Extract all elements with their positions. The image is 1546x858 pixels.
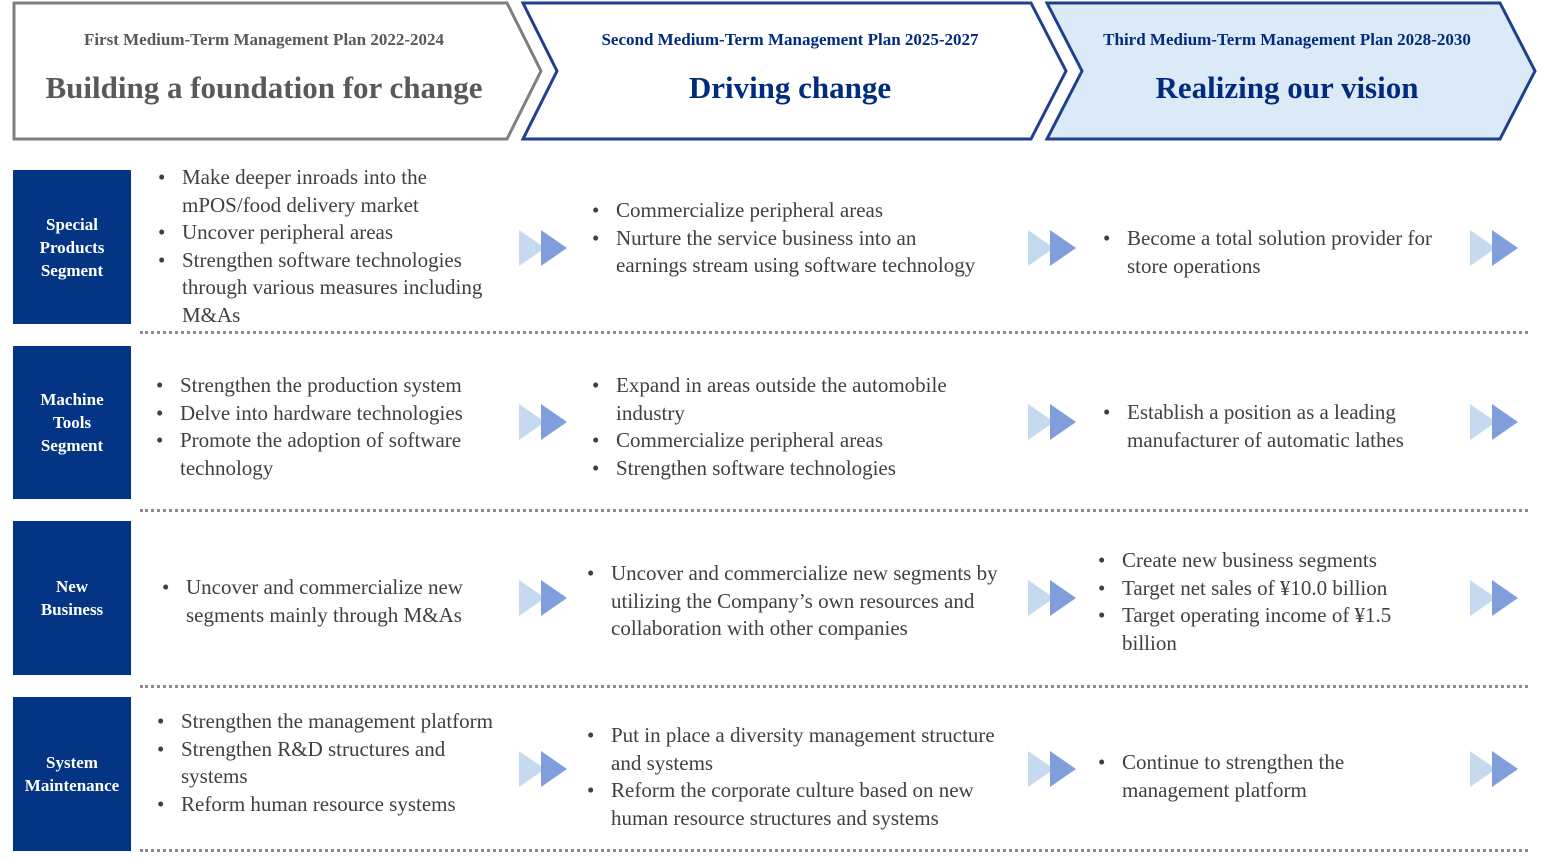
bullet-item: Put in place a diversity management stru… xyxy=(587,722,1012,777)
bullet-item: Promote the adoption of software technol… xyxy=(156,427,501,482)
segment-label-line: Machine xyxy=(40,390,104,409)
bullet-item: Nurture the service business into an ear… xyxy=(592,225,992,280)
plan-header-second: Second Medium-Term Management Plan 2025-… xyxy=(540,0,1040,142)
segment-label-special-products: Special Products Segment xyxy=(13,170,131,324)
segment-label-system-maintenance: System Maintenance xyxy=(13,697,131,851)
segment-label-line: Segment xyxy=(40,260,104,280)
bullet-item: Create new business segments xyxy=(1098,547,1428,575)
bullet-list-plan3: Establish a position as a leading manufa… xyxy=(1103,399,1443,454)
bullet-item: Target operating income of ¥1.5 billion xyxy=(1098,602,1428,657)
double-chevron-arrow-icon xyxy=(519,751,567,787)
double-chevron-arrow-icon xyxy=(1028,751,1076,787)
double-chevron-arrow-icon xyxy=(1470,404,1518,440)
bullet-item: Strengthen R&D structures and systems xyxy=(157,736,497,791)
segment-label-line: Tools xyxy=(52,413,92,432)
bullet-list-plan3: Continue to strengthen the management pl… xyxy=(1098,749,1428,804)
double-chevron-arrow-icon xyxy=(519,404,567,440)
plan-chevron-3 xyxy=(1044,1,1537,141)
bullet-list-plan1: Strengthen the production system Delve i… xyxy=(156,372,501,482)
double-chevron-arrow-icon xyxy=(1028,580,1076,616)
bullet-list-plan1: Uncover and commercialize new segments m… xyxy=(162,574,502,629)
double-chevron-arrow-icon xyxy=(1028,404,1076,440)
row-divider xyxy=(140,509,1528,512)
double-chevron-arrow-icon xyxy=(519,230,567,266)
plan-subtitle: First Medium-Term Management Plan 2022-2… xyxy=(83,30,445,49)
bullet-item: Strengthen software technologies through… xyxy=(158,247,514,330)
segment-label-line: Special xyxy=(46,214,98,234)
bullet-item: Establish a position as a leading manufa… xyxy=(1103,399,1443,454)
double-chevron-arrow-icon xyxy=(1470,230,1518,266)
bullet-item: Become a total solution provider for sto… xyxy=(1103,225,1443,280)
bullet-item: Strengthen the management platform xyxy=(157,708,497,736)
double-chevron-arrow-icon xyxy=(1470,580,1518,616)
bullet-item: Uncover and commercialize new segments m… xyxy=(162,574,502,629)
bullet-item: Strengthen software technologies xyxy=(592,455,992,483)
plan-title: Building a foundation for change xyxy=(45,70,483,105)
segment-label-line: Products xyxy=(39,237,105,257)
row-divider xyxy=(140,849,1528,852)
double-chevron-arrow-icon xyxy=(1028,230,1076,266)
segment-label-machine-tools: Machine Tools Segment xyxy=(13,346,131,499)
plan-title: Driving change xyxy=(688,70,892,105)
bullet-list-plan2: Expand in areas outside the automobile i… xyxy=(592,372,992,482)
plan-subtitle: Second Medium-Term Management Plan 2025-… xyxy=(601,30,979,49)
bullet-list-plan2: Put in place a diversity management stru… xyxy=(587,722,1012,832)
bullet-item: Target net sales of ¥10.0 billion xyxy=(1098,575,1428,603)
double-chevron-arrow-icon xyxy=(519,580,567,616)
bullet-list-plan1: Make deeper inroads into the mPOS/food d… xyxy=(158,164,514,329)
bullet-list-plan2: Commercialize peripheral areas Nurture t… xyxy=(592,197,992,280)
segment-label-line: Segment xyxy=(40,436,104,455)
double-chevron-arrow-icon xyxy=(1470,751,1518,787)
plan-title: Realizing our vision xyxy=(1155,70,1419,105)
bullet-item: Reform the corporate culture based on ne… xyxy=(587,777,1012,832)
bullet-item: Reform human resource systems xyxy=(157,791,497,819)
bullet-item: Commercialize peripheral areas xyxy=(592,197,992,225)
row-divider xyxy=(140,685,1528,688)
segment-label-line: System xyxy=(46,753,98,772)
segment-label-new-business: New Business xyxy=(13,521,131,675)
bullet-item: Uncover and commercialize new segments b… xyxy=(587,560,1007,643)
plan-header-third: Third Medium-Term Management Plan 2028-2… xyxy=(1052,0,1522,142)
segment-label-line: Business xyxy=(40,600,104,619)
plan-header-first: First Medium-Term Management Plan 2022-2… xyxy=(14,0,514,142)
bullet-item: Commercialize peripheral areas xyxy=(592,427,992,455)
plan-chevron-2 xyxy=(520,1,1068,141)
bullet-item: Continue to strengthen the management pl… xyxy=(1098,749,1428,804)
bullet-item: Delve into hardware technologies xyxy=(156,400,501,428)
bullet-item: Expand in areas outside the automobile i… xyxy=(592,372,992,427)
plan-subtitle: Third Medium-Term Management Plan 2028-2… xyxy=(1103,30,1471,49)
bullet-list-plan3: Create new business segments Target net … xyxy=(1098,547,1428,657)
plan-chevron-banner xyxy=(12,1,1537,141)
bullet-list-plan3: Become a total solution provider for sto… xyxy=(1103,225,1443,280)
bullet-list-plan2: Uncover and commercialize new segments b… xyxy=(587,560,1007,643)
bullet-list-plan1: Strengthen the management platform Stren… xyxy=(157,708,497,818)
segment-label-line: New xyxy=(55,577,89,596)
bullet-item: Make deeper inroads into the mPOS/food d… xyxy=(158,164,514,219)
bullet-item: Uncover peripheral areas xyxy=(158,219,514,247)
plan-chevron-1 xyxy=(12,1,543,141)
segment-label-line: Maintenance xyxy=(24,776,120,795)
row-divider xyxy=(140,331,1528,334)
bullet-item: Strengthen the production system xyxy=(156,372,501,400)
